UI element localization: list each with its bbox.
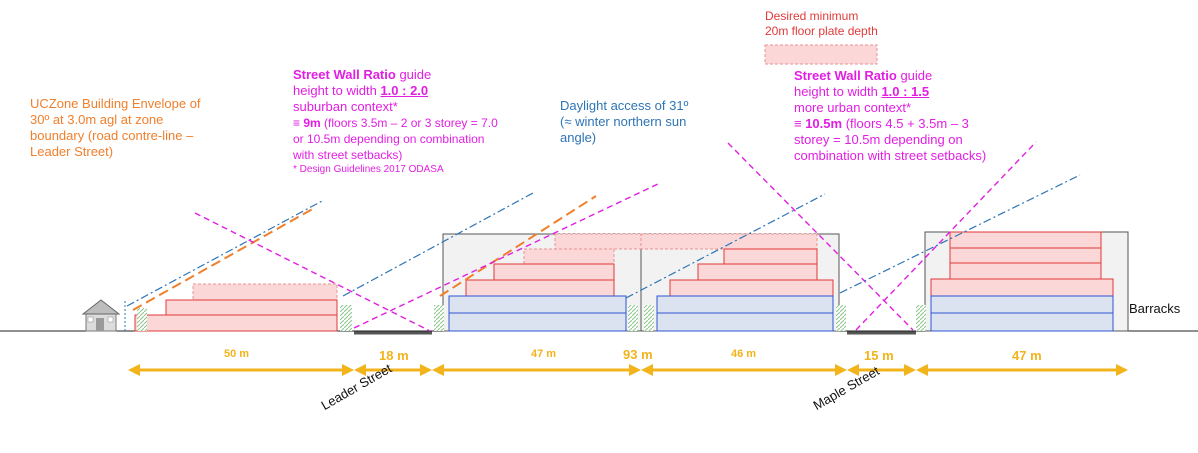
uczone-envelope-line bbox=[439, 195, 597, 297]
uczone-line-1: UCZone Building Envelope of bbox=[30, 96, 201, 111]
dimension-label: 47 m bbox=[1012, 348, 1042, 363]
right-building bbox=[930, 231, 1114, 332]
swr-right-title-rest: guide bbox=[896, 68, 933, 83]
swr-right-line5: storey = 10.5m depending on bbox=[794, 132, 963, 147]
street-wall-ratio-line bbox=[727, 142, 914, 331]
left-building-envelope bbox=[134, 283, 338, 332]
swr-right-title: Street Wall Ratio bbox=[794, 68, 897, 83]
daylight-line bbox=[342, 192, 534, 297]
middle-right-stepped-building bbox=[640, 233, 834, 332]
dimension-label: 15 m bbox=[864, 348, 894, 363]
floor-plate-line-2: 20m floor plate depth bbox=[765, 24, 878, 38]
dimension-label: 46 m bbox=[731, 348, 757, 360]
middle-left-stepped-building bbox=[448, 233, 642, 332]
floor-plate-line-1: Desired minimum bbox=[765, 9, 859, 23]
swr-left-title: Street Wall Ratio bbox=[293, 67, 396, 82]
swr-left-line3: suburban context* bbox=[293, 99, 398, 114]
swr-left-line5: or 10.5m depending on combination bbox=[293, 132, 485, 146]
house-icon bbox=[81, 299, 121, 332]
dimension-label: 47 m bbox=[531, 348, 557, 360]
daylight-line-3: angle) bbox=[560, 130, 597, 145]
hedge bbox=[836, 305, 846, 331]
swr-right-line3: more urban context* bbox=[794, 100, 912, 115]
swr-left-line4-pre: ≡ bbox=[293, 116, 304, 130]
uczone-line-3: boundary (road contre-line – bbox=[30, 128, 194, 143]
daylight-line-2: (≈ winter northern sun bbox=[560, 114, 687, 129]
dimension-line bbox=[128, 364, 1128, 376]
floor-plate-annotation: Desired minimum 20m floor plate depth bbox=[765, 9, 878, 39]
barracks-label: Barracks bbox=[1129, 301, 1181, 316]
swr-right-line4-pre: ≡ bbox=[794, 116, 806, 131]
dimension-label: 18 m bbox=[379, 348, 409, 363]
hedge bbox=[137, 308, 147, 331]
swr-right-ratio: 1.0 : 1.5 bbox=[881, 84, 930, 99]
swr-right-line6: combination with street setbacks) bbox=[794, 148, 987, 163]
swr-left-ratio: 1.0 : 2.0 bbox=[380, 83, 429, 98]
swr-left-line2: height to width bbox=[293, 83, 381, 98]
street-wall-ratio-line bbox=[855, 141, 1037, 331]
hedge bbox=[644, 305, 654, 331]
swr-left-height: 9m bbox=[303, 116, 321, 130]
hedge bbox=[916, 305, 926, 331]
swr-left-footnote: * Design Guidelines 2017 ODASA bbox=[293, 164, 444, 175]
dimension-label: 93 m bbox=[623, 347, 653, 362]
uczone-line-4: Leader Street) bbox=[30, 144, 114, 159]
dimension-label: 50 m bbox=[224, 348, 250, 360]
street-wall-ratio-right-annotation: Street Wall Ratio guide height to width … bbox=[794, 68, 986, 164]
daylight-line bbox=[126, 200, 323, 307]
hedge bbox=[628, 305, 638, 331]
uczone-envelope-line bbox=[132, 206, 317, 311]
floor-plate-swatch bbox=[764, 44, 878, 65]
daylight-annotation: Daylight access of 31º (≈ winter norther… bbox=[560, 98, 688, 146]
swr-right-height: 10.5m bbox=[805, 116, 843, 131]
street-wall-ratio-left-annotation: Street Wall Ratio guide height to width … bbox=[293, 67, 498, 177]
uczone-line-2: 30º at 3.0m agl at zone bbox=[30, 112, 164, 127]
street-wall-ratio-line bbox=[353, 182, 661, 329]
swr-left-title-rest: guide bbox=[395, 67, 432, 82]
daylight-line-1: Daylight access of 31º bbox=[560, 98, 689, 113]
hedge bbox=[434, 305, 444, 331]
swr-right-line2: height to width bbox=[794, 84, 882, 99]
swr-right-line4-rest: (floors 4.5 + 3.5m – 3 bbox=[842, 116, 969, 131]
swr-left-line4-rest: (floors 3.5m – 2 or 3 storey = 7.0 bbox=[320, 116, 498, 130]
uczone-annotation: UCZone Building Envelope of 30º at 3.0m … bbox=[30, 96, 201, 160]
hedge bbox=[340, 305, 352, 331]
swr-left-line6: with street setbacks) bbox=[293, 148, 403, 162]
daylight-line bbox=[839, 174, 1081, 294]
daylight-line bbox=[625, 193, 826, 299]
street-wall-ratio-line bbox=[194, 212, 431, 332]
